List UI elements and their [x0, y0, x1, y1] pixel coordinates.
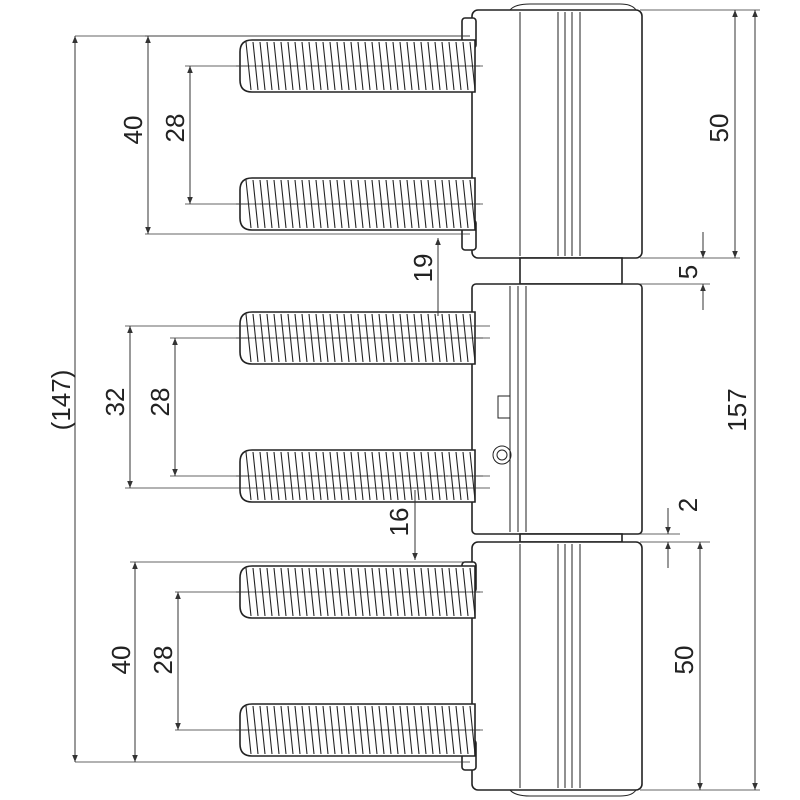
dim-top-screw-outer: 40 — [118, 116, 148, 145]
hinge-gap-washer — [519, 533, 623, 543]
dim-bottom-leaf-height: 50 — [669, 646, 699, 675]
dimension-labels: (147) 40 28 32 28 40 28 19 16 50 5 157 2… — [46, 114, 752, 675]
dim-bottom-screw-inner: 28 — [148, 646, 178, 675]
top-hinge-leaf — [461, 3, 643, 259]
dim-top-offset: 19 — [408, 254, 438, 283]
dim-top-leaf-height: 50 — [704, 114, 734, 143]
dim-knuckle-gap: 5 — [673, 265, 703, 279]
dim-lower-gap: 2 — [673, 498, 703, 512]
dim-bottom-screw-outer: 40 — [106, 646, 136, 675]
dim-middle-offset: 16 — [384, 508, 414, 537]
dimension-lines — [72, 9, 760, 791]
dim-middle-screw-inner: 28 — [145, 388, 175, 417]
dim-top-screw-inner: 28 — [160, 114, 190, 143]
hinge-pin-top — [519, 257, 623, 285]
dim-middle-screw-outer: 32 — [100, 388, 130, 417]
dim-overall-screw-span: (147) — [46, 370, 76, 431]
dim-overall-height: 157 — [722, 388, 752, 431]
bottom-hinge-leaf — [461, 541, 643, 797]
middle-hinge-leaf — [471, 283, 643, 535]
threaded-screws — [236, 39, 483, 757]
